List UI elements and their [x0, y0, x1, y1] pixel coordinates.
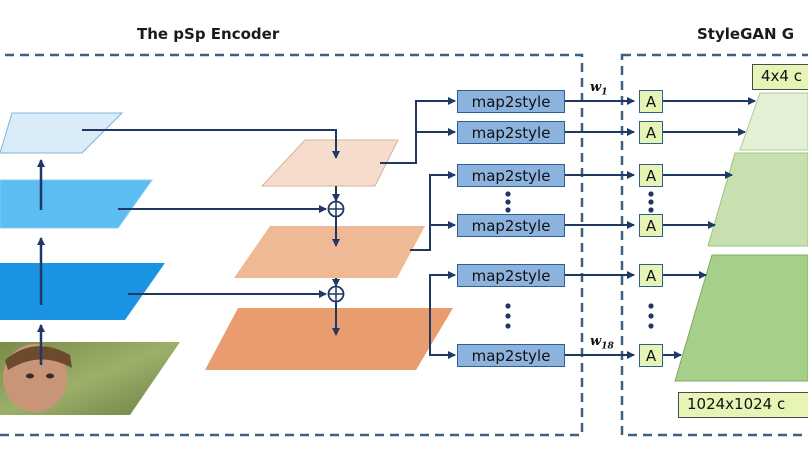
w1-label: w1	[590, 80, 608, 98]
map2style-block-5: map2style	[457, 264, 565, 287]
generator-block-low-res	[739, 92, 808, 151]
fpn-feature-medium	[234, 226, 425, 278]
backbone-feature-small	[0, 112, 124, 154]
affine-block-4: A	[639, 214, 663, 237]
map2style-block-1: map2style	[457, 90, 565, 113]
affine-block-2: A	[639, 121, 663, 144]
w18-label: w18	[590, 334, 614, 352]
affine-block-1: A	[639, 90, 663, 113]
generator-block-mid-res	[707, 152, 808, 247]
affine-block-5: A	[639, 264, 663, 287]
resolution-label-low: 4x4 c	[752, 64, 808, 90]
backbone-feature-large	[0, 263, 165, 320]
generator-border	[620, 53, 808, 437]
backbone-feature-mid	[0, 179, 153, 229]
generator-block-high-res	[674, 254, 808, 382]
generator-title: StyleGAN G	[697, 25, 795, 43]
map2style-block-2: map2style	[457, 121, 565, 144]
map2style-block-3: map2style	[457, 164, 565, 187]
fpn-feature-coarse	[260, 139, 399, 187]
affine-block-3: A	[639, 164, 663, 187]
fpn-feature-fine	[205, 308, 453, 370]
resolution-label-high: 1024x1024 c	[678, 392, 808, 418]
input-face-hair	[5, 346, 72, 370]
encoder-title: The pSp Encoder	[137, 25, 280, 43]
map2style-block-6: map2style	[457, 344, 565, 367]
map2style-block-4: map2style	[457, 214, 565, 237]
affine-block-6: A	[639, 344, 663, 367]
encoder-border	[0, 53, 584, 437]
